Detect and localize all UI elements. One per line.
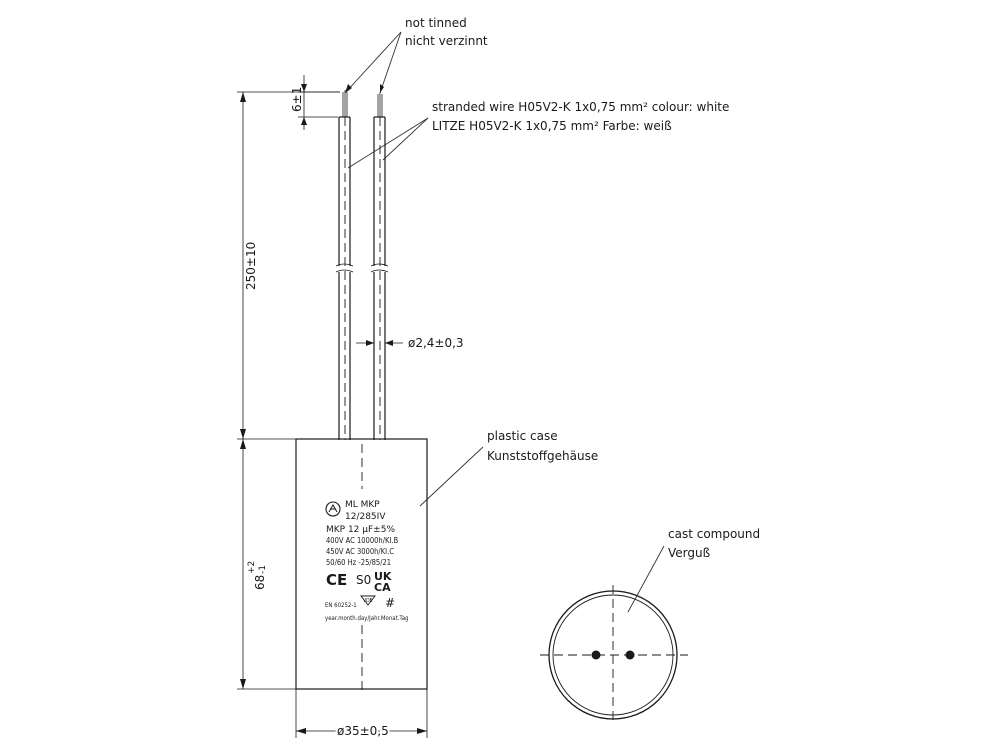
wire-diameter-value: ø2,4±0,3 [408,336,464,350]
label-line-1: ML MKP [345,500,380,510]
label-line-5: 450V AC 3000h/KI.C [326,547,394,556]
capacitor-label: ML MKP 12/285IV MKP 12 µF±5% 400V AC 100… [325,500,408,622]
body-diameter-dimension: ø35±0,5 [295,689,428,740]
capacitor-body [295,438,428,690]
not-tinned-label-en: not tinned [405,16,467,30]
body-height-dimension: 68 +2 -1 [237,439,296,690]
body-height-tol-minus: -1 [258,565,268,574]
bottom-view [540,585,688,725]
body-height-tol-plus: +2 [247,561,257,574]
wire-spec-de: LITZE H05V2-K 1x0,75 mm² Farbe: weiß [432,119,672,133]
not-tinned-leader-lines [344,31,402,94]
lead-length-dimension: 250±10 [237,91,340,440]
hash-mark: # [385,596,395,610]
plastic-case-label-de: Kunststoffgehäuse [487,449,598,463]
terminal-left-dot [591,650,601,660]
cast-compound-label-en: cast compound [668,527,760,541]
body-diameter-value: ø35±0,5 [337,724,389,738]
label-line-3: MKP 12 µF±5% [326,525,395,535]
cast-compound-label-de: Verguß [668,546,711,560]
svg-text:VDE: VDE [363,598,373,604]
cast-compound-leader [627,545,665,613]
label-line-6: 50/60 Hz -25/85/21 [326,558,391,567]
body-height-value: 68 [253,575,267,590]
strip-length-dimension: 6±1 [290,75,340,130]
wire-diameter-dimension: ø2,4±0,3 [356,336,464,350]
label-line-4: 400V AC 10000h/KI.B [326,536,399,545]
right-wire [370,92,389,440]
ce-mark: CE [326,571,347,589]
ukca-mark-bottom: CA [374,581,391,594]
wire-spec-en: stranded wire H05V2-K 1x0,75 mm² colour:… [432,100,729,114]
plastic-case-label-en: plastic case [487,429,558,443]
date-code: year.month.day/Jahr.Monat.Tag [325,615,408,622]
wire-leader-lines [347,117,429,169]
standard-mark: EN 60252-1 [325,602,357,609]
lead-length-value: 250±10 [244,242,258,290]
ukca-mark-top: UK [374,570,392,583]
strip-length-value: 6±1 [290,87,304,112]
s0-mark: S0 [356,573,371,587]
not-tinned-label-de: nicht verzinnt [405,34,488,48]
label-line-2: 12/285IV [345,512,386,522]
plastic-case-leader [419,446,484,507]
left-wire [335,90,354,440]
manufacturer-logo-icon [325,501,341,517]
terminal-right-dot [625,650,635,660]
vde-triangle-icon: VDE [360,595,376,606]
